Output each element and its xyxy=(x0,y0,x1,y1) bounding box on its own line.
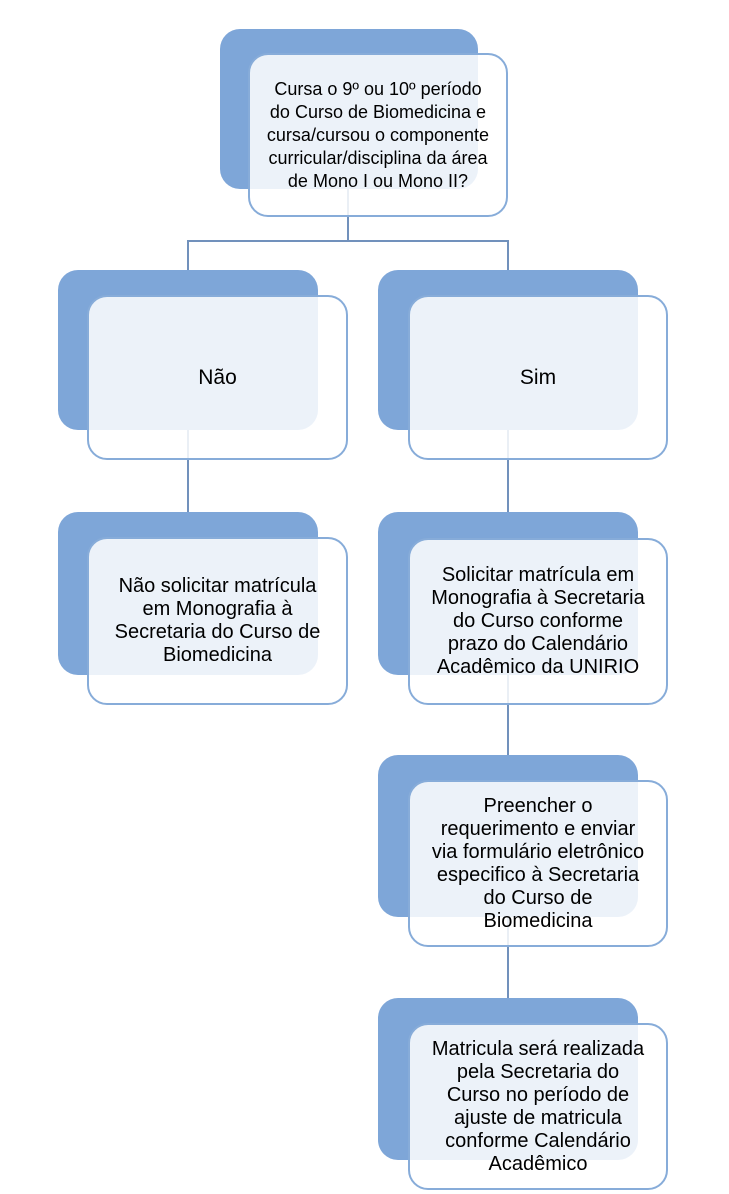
node-fill-form: Preencher o requerimento e enviar via fo… xyxy=(378,755,670,949)
node-request-enrollment-card: Solicitar matrícula em Monografia à Secr… xyxy=(408,538,668,705)
connector-branch-left-drop xyxy=(187,241,189,275)
node-fill-form-card: Preencher o requerimento e enviar via fo… xyxy=(408,780,668,947)
node-no-action: Não solicitar matrícula em Monografia à … xyxy=(58,512,350,707)
connector-nao-to-noaction xyxy=(187,420,189,520)
node-no-label: Não xyxy=(198,366,237,389)
connector-sim-to-request xyxy=(507,420,509,520)
node-question-card: Cursa o 9º ou 10º período do Curso de Bi… xyxy=(248,53,508,217)
node-no-card: Não xyxy=(87,295,348,460)
node-enrollment-done: Matricula será realizada pela Secretaria… xyxy=(378,998,670,1192)
node-no-action-label: Não solicitar matrícula em Monografia à … xyxy=(114,575,321,666)
node-request-enrollment: Solicitar matrícula em Monografia à Secr… xyxy=(378,512,670,707)
node-question: Cursa o 9º ou 10º período do Curso de Bi… xyxy=(220,29,510,219)
node-yes-card: Sim xyxy=(408,295,668,460)
connector-form-to-done xyxy=(507,900,509,1005)
node-question-label: Cursa o 9º ou 10º período do Curso de Bi… xyxy=(266,78,490,191)
node-yes-label: Sim xyxy=(519,366,557,389)
node-fill-form-label: Preencher o requerimento e enviar via fo… xyxy=(431,794,645,932)
node-request-enrollment-label: Solicitar matrícula em Monografia à Secr… xyxy=(431,564,645,678)
connector-branch-horizontal xyxy=(187,240,509,242)
node-enrollment-done-label: Matricula será realizada pela Secretaria… xyxy=(431,1037,645,1175)
node-no-action-card: Não solicitar matrícula em Monografia à … xyxy=(87,537,348,705)
connector-request-to-form xyxy=(507,660,509,760)
node-enrollment-done-card: Matricula será realizada pela Secretaria… xyxy=(408,1023,668,1190)
node-yes: Sim xyxy=(378,270,670,462)
connector-branch-right-drop xyxy=(507,241,509,275)
node-no: Não xyxy=(58,270,350,462)
